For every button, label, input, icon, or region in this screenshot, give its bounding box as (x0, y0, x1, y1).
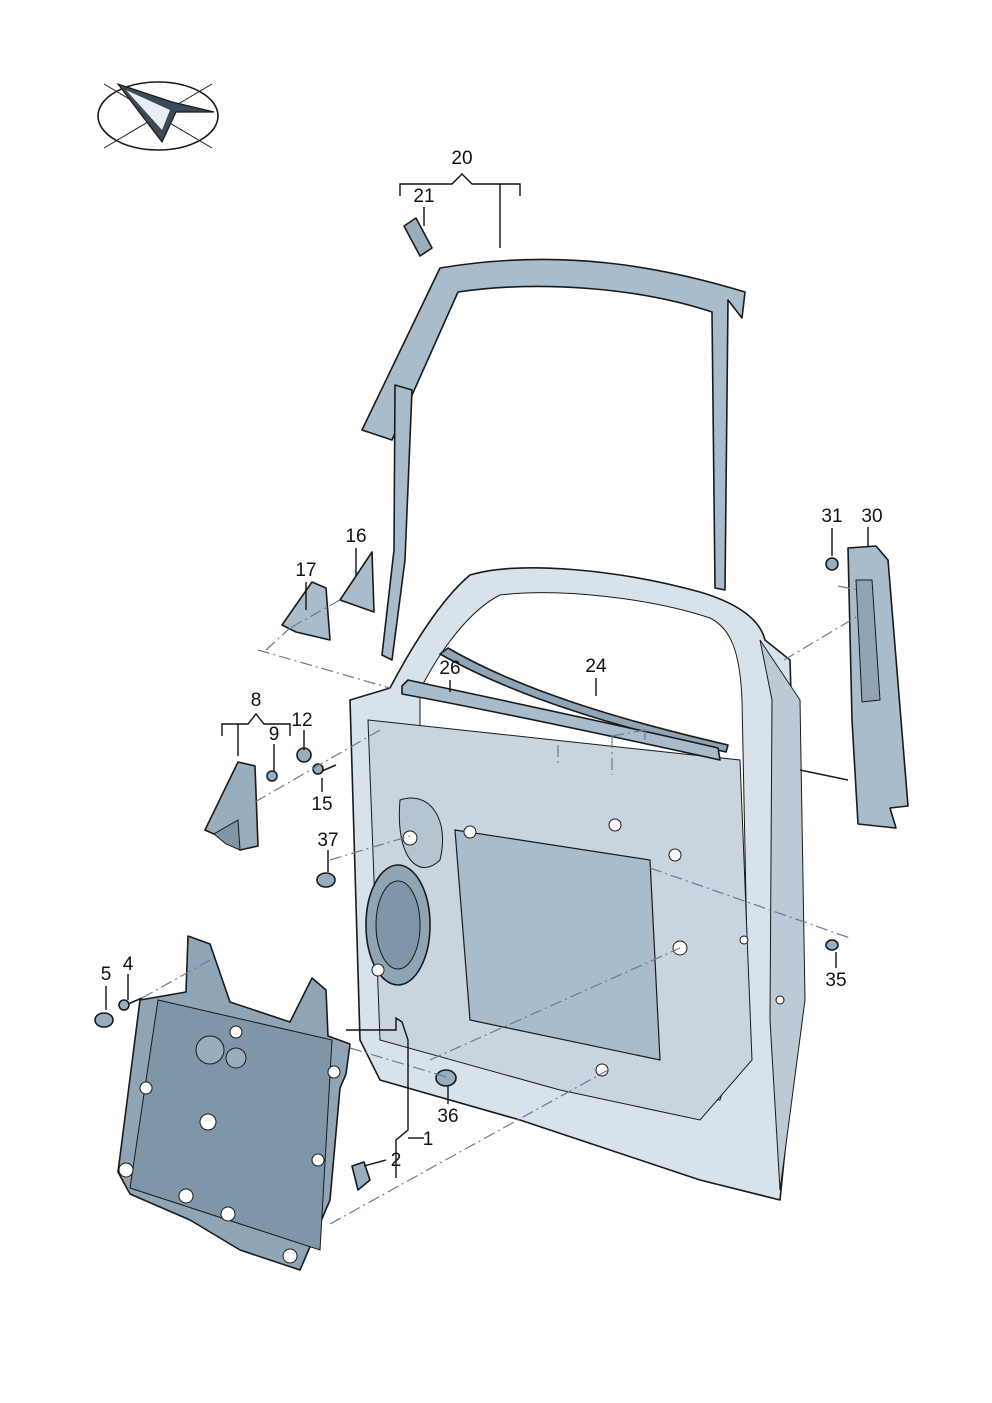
plug-36 (435, 1069, 457, 1087)
screw-4 (118, 997, 143, 1011)
window-regulator (117, 935, 371, 1271)
window-frame-seal (361, 258, 746, 661)
callout-4: 4 (123, 954, 134, 975)
mirror-cover-16 (339, 551, 375, 613)
callout-20: 20 (451, 148, 472, 169)
callout-17: 17 (295, 560, 316, 581)
plug-37 (316, 872, 336, 888)
callout-5: 5 (101, 964, 112, 985)
nut-31 (825, 557, 839, 571)
callout-2: 2 (391, 1150, 402, 1171)
callout-26: 26 (439, 658, 460, 679)
door-shell (349, 567, 806, 1201)
callout-9: 9 (269, 724, 280, 745)
callout-15: 15 (311, 794, 332, 815)
window-seal-24 (439, 647, 729, 753)
screw-15 (312, 763, 337, 775)
callout-31: 31 (821, 506, 842, 527)
callout-37: 37 (317, 830, 338, 851)
callout-8: 8 (251, 690, 262, 711)
nut-9 (266, 770, 278, 782)
orientation-logo (97, 81, 219, 151)
leader-lines (105, 173, 869, 1178)
window-seal-26 (401, 679, 721, 761)
callout-35: 35 (825, 970, 846, 991)
callout-24: 24 (585, 656, 607, 677)
callout-16: 16 (345, 526, 366, 547)
guide-rail (799, 545, 909, 829)
plug-35 (825, 939, 839, 951)
washer-5 (94, 1012, 114, 1028)
clip-part (403, 217, 433, 257)
callout-labels: 20 21 16 17 24 26 8 9 12 15 37 30 31 35 … (101, 148, 883, 1171)
callout-36: 36 (437, 1106, 458, 1127)
nut-12 (296, 747, 312, 763)
assembly-lines (141, 585, 859, 1225)
callout-12: 12 (291, 710, 312, 731)
mirror-bracket (204, 761, 259, 851)
callout-30: 30 (861, 506, 882, 527)
callout-21: 21 (413, 186, 434, 207)
callout-1: 1 (423, 1129, 434, 1150)
